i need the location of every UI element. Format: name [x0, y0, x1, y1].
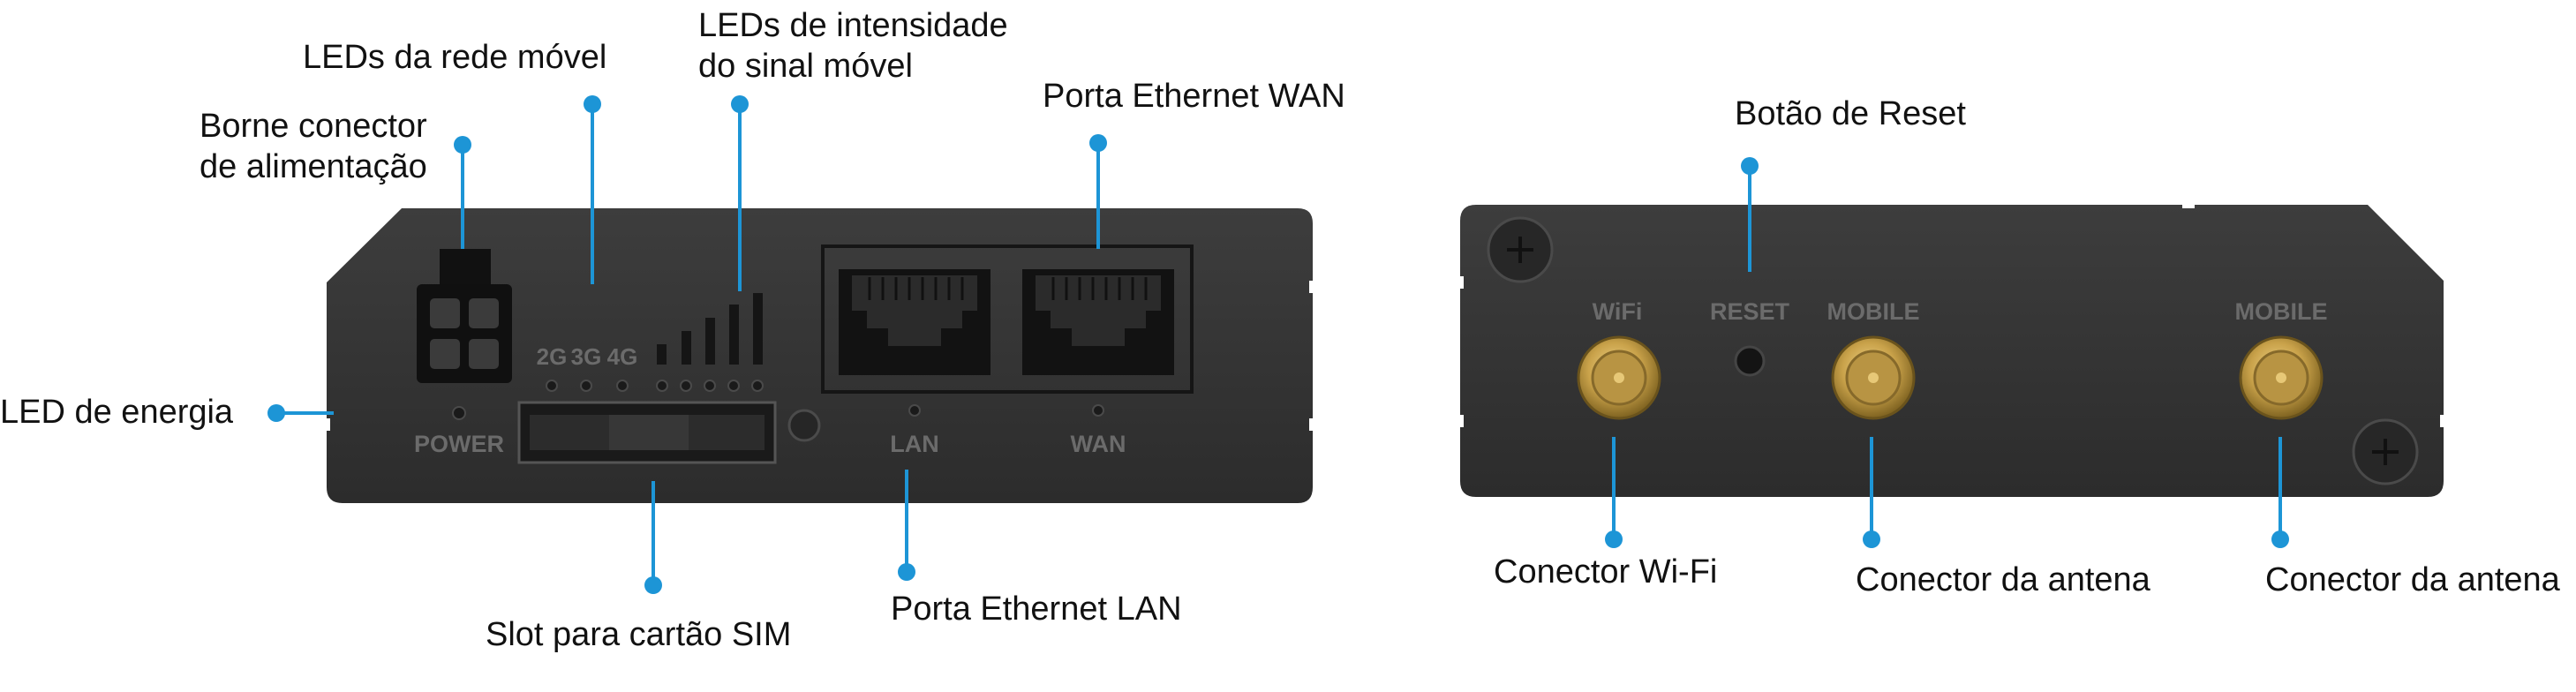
callout-sim-slot: Slot para cartão SIM [486, 616, 792, 653]
callout-antenna-connector-1: Conector da antena [1856, 561, 2150, 598]
mobile-sma-connector-1 [1831, 335, 1916, 420]
signal-bar [657, 344, 667, 365]
wifi-sma-connector [1577, 335, 1661, 420]
callout-power-terminal: Borne conector de alimentação [200, 108, 427, 185]
lan-label: LAN [890, 431, 939, 457]
wan-led [1092, 404, 1104, 417]
network-label-4g: 4G [607, 343, 638, 370]
wan-jack [1022, 269, 1174, 375]
power-terminal [417, 249, 512, 383]
back-panel-body [1460, 205, 2444, 497]
mobile-label-2: MOBILE [2235, 298, 2328, 325]
signal-bar [682, 331, 691, 365]
signal-bar [729, 305, 739, 365]
callout-antenna-connector-2: Conector da antena [2265, 561, 2560, 598]
callout-lan-port: Porta Ethernet LAN [891, 590, 1182, 628]
wan-label: WAN [1071, 431, 1126, 457]
sim-eject-button [787, 409, 821, 442]
callout-reset-button: Botão de Reset [1735, 95, 1966, 132]
screw [1487, 216, 1554, 283]
signal-bar [705, 318, 715, 365]
callout-wan-port: Porta Ethernet WAN [1043, 78, 1345, 115]
screw [2352, 418, 2419, 485]
front-panel: POWER 2G 3G 4G [323, 208, 1316, 503]
back-panel: WiFi RESET MOBILE MOBILE [1457, 201, 2447, 497]
callout-power-led: LED de energia [0, 394, 234, 431]
leader-lines [267, 95, 2289, 594]
sim-slot [517, 401, 777, 464]
signal-strength-leds [656, 293, 764, 392]
power-led [452, 406, 466, 420]
ethernet-ports [821, 244, 1194, 394]
network-label-2g: 2G [537, 343, 568, 370]
network-leds: 2G 3G 4G [537, 343, 638, 392]
mobile-label-1: MOBILE [1827, 298, 1920, 325]
callout-signal-leds: LEDs de intensidade do sinal móvel [698, 7, 1008, 85]
lan-jack [839, 269, 990, 375]
reset-hole [1734, 345, 1766, 377]
callout-wifi-connector: Conector Wi-Fi [1494, 553, 1718, 590]
signal-bar [753, 293, 763, 365]
network-label-3g: 3G [571, 343, 602, 370]
wifi-label: WiFi [1593, 298, 1643, 325]
lan-led [908, 404, 921, 417]
reset-label: RESET [1710, 298, 1790, 325]
mobile-sma-connector-2 [2239, 335, 2324, 420]
callout-mobile-leds: LEDs da rede móvel [303, 39, 607, 76]
power-label: POWER [414, 431, 504, 457]
